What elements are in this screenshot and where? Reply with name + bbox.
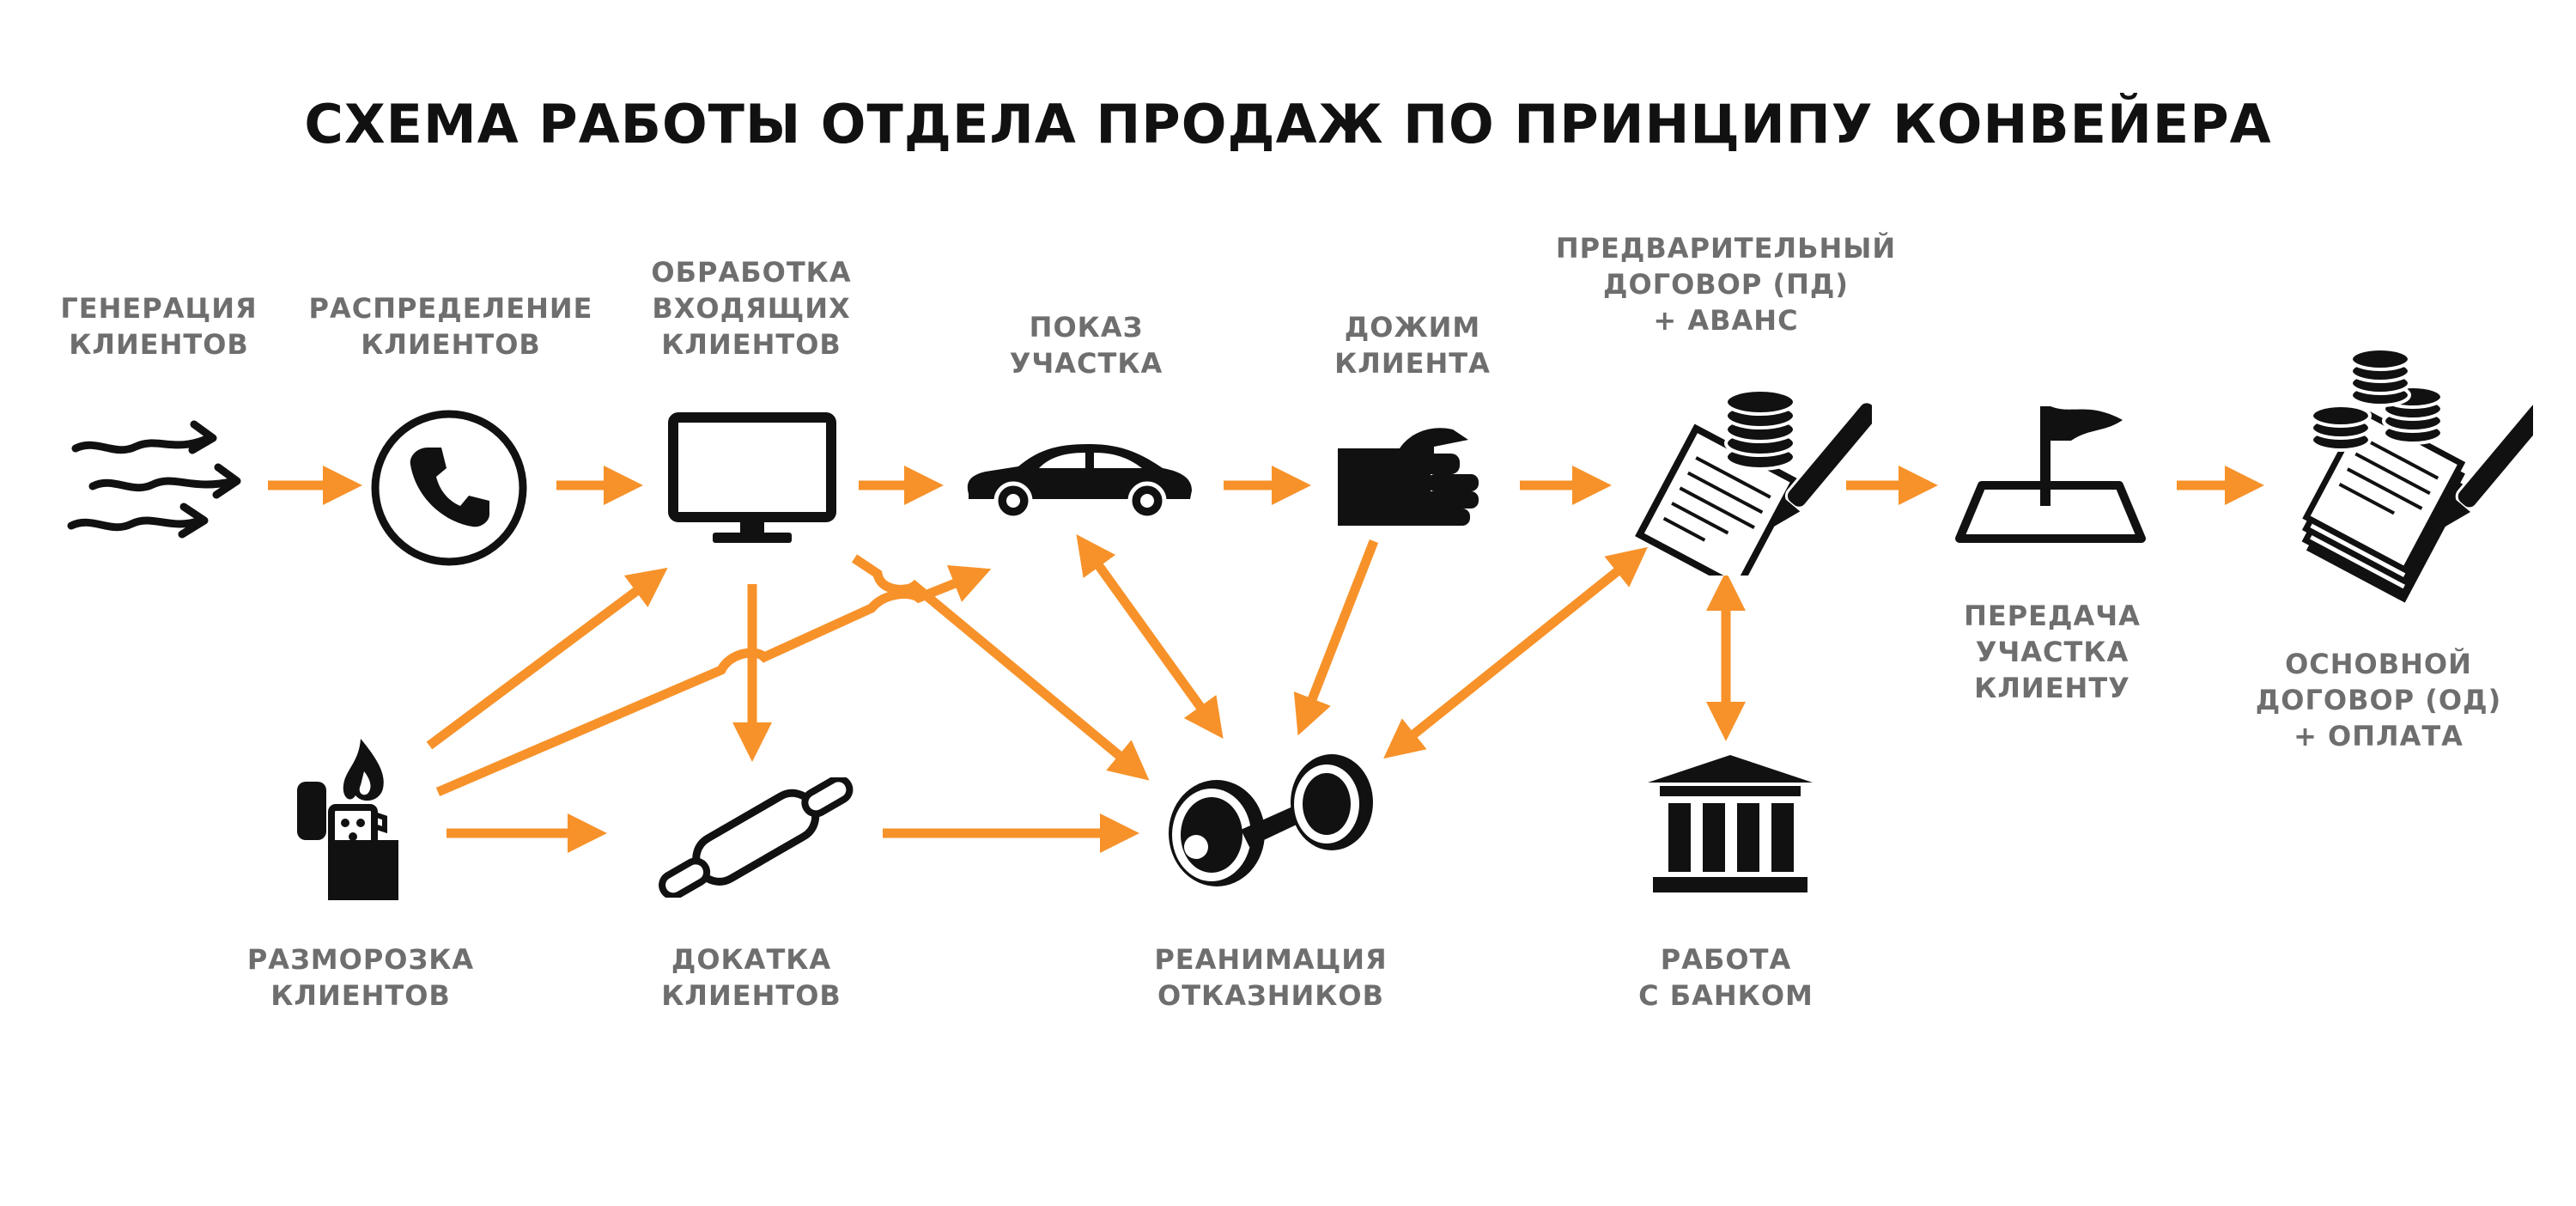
node-label-handover: ПЕРЕДАЧА УЧАСТКА КЛИЕНТУ [1964, 600, 2141, 704]
node-label-rolling: ДОКАТКА КЛИЕНТОВ [661, 943, 841, 1012]
flag-plot-icon [1955, 406, 2146, 543]
contract-coins-icon [1635, 388, 1872, 576]
node-label-closing: ДОЖИМ КЛИЕНТА [1334, 311, 1491, 380]
node-label-prelim: ПРЕДВАРИТЕЛЬНЫЙ ДОГОВОР (ПД) + АВАНС [1555, 232, 1897, 337]
edge-closing-revival [1293, 539, 1379, 736]
node-label-main: ОСНОВНОЙ ДОГОВОР (ОД) + ОПЛАТА [2255, 648, 2502, 752]
diagram-title: СХЕМА РАБОТЫ ОТДЕЛА ПРОДАЖ ПО ПРИНЦИПУ К… [304, 93, 2272, 155]
main-contract-icon [2301, 347, 2533, 603]
node-label-revival: РЕАНИМАЦИЯ ОТКАЗНИКОВ [1154, 943, 1388, 1012]
edge-incoming-revival [851, 554, 1150, 781]
edge-showing-revival [1076, 533, 1224, 740]
bank-icon [1648, 755, 1813, 892]
lighter-icon [297, 739, 398, 900]
rolling-pin-icon [659, 777, 854, 898]
node-label-bank: РАБОТА С БАНКОМ [1638, 943, 1814, 1012]
edge-prelim-revival [1383, 546, 1648, 759]
edge-defrost-showing [435, 564, 992, 797]
node-label-distribution: РАСПРЕДЕЛЕНИЕ КЛИЕНТОВ [308, 292, 593, 361]
dumbbell-icon [1169, 754, 1373, 886]
wind-arrows-icon [67, 420, 241, 539]
node-label-generation: ГЕНЕРАЦИЯ КЛИЕНТОВ [60, 292, 258, 361]
edge-defrost-incoming [426, 567, 668, 750]
node-label-showing: ПОКАЗ УЧАСТКА [1009, 311, 1163, 380]
car-icon [967, 444, 1192, 521]
fist-icon [1338, 428, 1479, 526]
phone-icon [371, 410, 527, 566]
node-label-defrost: РАЗМОРОЗКА КЛИЕНТОВ [246, 943, 475, 1012]
monitor-icon [668, 412, 836, 543]
node-label-incoming: ОБРАБОТКА ВХОДЯЩИХ КЛИЕНТОВ [651, 256, 852, 361]
